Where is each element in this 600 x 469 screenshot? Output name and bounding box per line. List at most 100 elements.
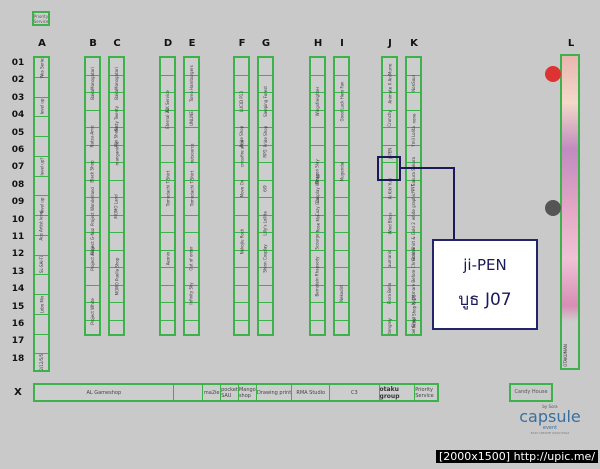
highlighted-booth[interactable] — [377, 156, 401, 181]
booth-g-02[interactable] — [259, 76, 272, 93]
booth-e-08[interactable]: Tomodachi T-Shirt — [185, 171, 198, 207]
booth-f-05[interactable]: Pride Shop — [235, 126, 248, 147]
booth-f-02[interactable] — [235, 76, 248, 93]
booth-a-01[interactable]: Wes Series — [35, 58, 48, 78]
booth-i-08[interactable] — [335, 181, 348, 198]
booth-h-11[interactable]: Scourge — [311, 233, 324, 251]
booth-f-08[interactable]: Move On — [235, 180, 248, 198]
booth-c-02[interactable]: BakaMonogatari — [110, 67, 123, 100]
booth-h-13[interactable]: Bernstein Rhapsody — [311, 256, 324, 296]
booth-i-02[interactable] — [335, 76, 348, 93]
booth-k-02[interactable]: NonSoul — [407, 75, 420, 93]
booth-i-11[interactable] — [335, 233, 348, 251]
booth-k-10[interactable] — [407, 216, 420, 233]
booth-c-11[interactable] — [110, 233, 123, 251]
booth-g-11[interactable] — [259, 233, 272, 251]
booth-k-15[interactable]: Rebel Shop & DS — [407, 294, 420, 328]
booth-k-07[interactable]: Sakura Sakura — [407, 157, 420, 186]
booth-j-03[interactable] — [383, 93, 396, 111]
booth-d-03[interactable]: A.K Service — [161, 90, 174, 113]
booth-e-02[interactable]: Tomo Hamburgers — [185, 65, 198, 102]
booth-i-16[interactable] — [335, 321, 348, 335]
booth-f-09[interactable] — [235, 198, 248, 216]
booth-b-11[interactable]: Project G-Noz — [86, 228, 99, 255]
booth-d-02[interactable] — [161, 76, 174, 93]
booth-e-11[interactable] — [185, 233, 198, 251]
booth-j-12[interactable]: aumanic — [383, 250, 396, 268]
booth-e-10[interactable] — [185, 216, 198, 233]
booth-g-03[interactable]: Sleeping Forest — [259, 86, 272, 117]
booth-c-10[interactable] — [110, 216, 123, 233]
booth-i-10[interactable] — [335, 216, 348, 233]
booth-g-16[interactable] — [259, 321, 272, 335]
booth-b-12[interactable]: Project Alice — [86, 246, 99, 271]
booth-c-15[interactable] — [110, 303, 123, 321]
booth-a-13[interactable]: Lobo Mix — [35, 295, 48, 315]
booth-d-14[interactable] — [161, 286, 174, 303]
booth-i-15[interactable] — [335, 303, 348, 321]
booth-f-07[interactable] — [235, 163, 248, 181]
booth-a-05[interactable] — [35, 137, 48, 157]
booth-f-12[interactable] — [235, 251, 248, 268]
booth-i-09[interactable] — [335, 198, 348, 216]
booth-f-06[interactable]: crossfire alice — [235, 140, 248, 168]
booth-e-13[interactable] — [185, 268, 198, 286]
booth-d-11[interactable] — [161, 233, 174, 251]
booth-k-05[interactable]: Ymil Lolita — [407, 126, 420, 147]
booth-c-07[interactable] — [110, 163, 123, 181]
booth-a-14[interactable] — [35, 315, 48, 335]
booth-e-03[interactable] — [185, 93, 198, 111]
booth-h-12[interactable] — [311, 251, 324, 268]
x-booth[interactable]: ma2ie — [203, 385, 222, 400]
booth-g-14[interactable] — [259, 286, 272, 303]
booth-k-09[interactable]: white graphic — [407, 193, 420, 220]
booth-f-03[interactable]: LUCID P13 — [235, 91, 248, 112]
booth-k-16[interactable]: Rebel Shop — [407, 317, 420, 334]
booth-d-07[interactable] — [161, 163, 174, 181]
booth-k-13[interactable]: Nightmare Before Christmas — [407, 248, 420, 305]
x-booth[interactable]: Mango shop — [238, 385, 257, 400]
booth-b-01[interactable] — [86, 58, 99, 76]
booth-c-14[interactable] — [110, 286, 123, 303]
booth-i-14[interactable]: Nekodirt — [335, 285, 348, 303]
booth-g-06[interactable]: RPG — [259, 146, 272, 163]
booth-j-02[interactable]: Animate X AniMurre — [383, 64, 396, 104]
booth-b-09[interactable]: Project Wonderland — [86, 187, 99, 226]
booth-h-16[interactable] — [311, 321, 324, 335]
booth-e-09[interactable] — [185, 198, 198, 216]
booth-i-13[interactable] — [335, 268, 348, 286]
x-booth[interactable] — [174, 385, 204, 400]
booth-k-01[interactable] — [407, 58, 420, 76]
booth-e-12[interactable]: Out of order — [185, 247, 198, 271]
booth-b-08[interactable] — [86, 181, 99, 198]
booth-f-01[interactable] — [235, 58, 248, 76]
booth-a-12[interactable] — [35, 275, 48, 295]
booth-a-11[interactable]: SL-SAI-Ti — [35, 256, 48, 276]
booth-h-15[interactable] — [311, 303, 324, 321]
booth-b-10[interactable] — [86, 216, 99, 233]
booth-j-11[interactable] — [383, 233, 396, 251]
booth-i-04[interactable] — [335, 111, 348, 128]
booth-f-16[interactable] — [235, 321, 248, 335]
booth-e-05[interactable] — [185, 128, 198, 146]
booth-h-10[interactable]: Rose Mix — [311, 215, 324, 233]
booth-c-08[interactable] — [110, 181, 123, 198]
booth-g-07[interactable] — [259, 163, 272, 181]
booth-k-06[interactable] — [407, 146, 420, 163]
booth-a-02[interactable] — [35, 78, 48, 98]
booth-i-12[interactable] — [335, 251, 348, 268]
booth-j-15[interactable] — [383, 303, 396, 321]
booth-b-14[interactable] — [86, 286, 99, 303]
booth-h-02[interactable] — [311, 76, 324, 93]
booth-g-01[interactable] — [259, 58, 272, 76]
booth-c-03[interactable] — [110, 93, 123, 111]
x-booth-priority[interactable]: Priority Service — [415, 386, 434, 399]
x-booth[interactable]: AL Gameshop — [35, 385, 174, 400]
booth-j-04[interactable]: Crunchy — [383, 110, 396, 128]
booth-b-15[interactable]: Project White — [86, 298, 99, 325]
booth-k-03[interactable] — [407, 93, 420, 111]
booth-b-04[interactable] — [86, 111, 99, 128]
booth-d-12[interactable]: Aeonix — [161, 251, 174, 268]
x-booth[interactable]: C3 — [330, 385, 380, 400]
booth-d-16[interactable] — [161, 321, 174, 335]
